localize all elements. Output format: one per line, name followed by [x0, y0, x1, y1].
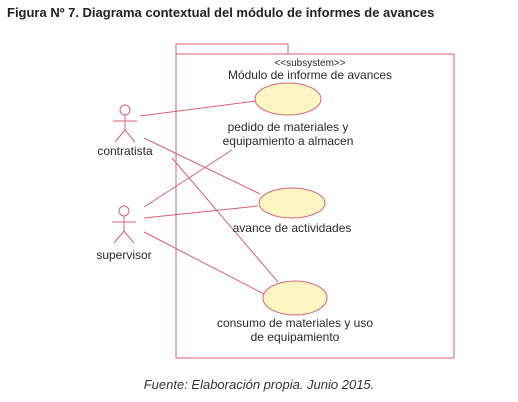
use-case-pedido-label-2: equipamiento a almacen	[223, 134, 354, 148]
use-case-avance	[258, 187, 326, 219]
subsystem-tab	[175, 43, 289, 55]
actor-supervisor-icon	[112, 205, 136, 244]
use-case-pedido	[254, 82, 322, 116]
actor-supervisor-label: supervisor	[96, 248, 151, 262]
association-supervisor-avance	[143, 205, 259, 219]
association-contratista-consumo	[171, 157, 279, 283]
figure-source: Fuente: Elaboración propia. Junio 2015.	[143, 377, 375, 392]
association-contratista-avance	[143, 137, 261, 195]
figure-title: Figura Nº 7. Diagrama contextual del mód…	[7, 5, 435, 20]
actor-contratista-label: contratista	[97, 144, 153, 158]
associations	[139, 100, 279, 295]
subsystem-stereotype: <<subsystem>>	[274, 58, 345, 69]
association-supervisor-consumo	[143, 231, 265, 295]
association-contratista-pedido	[139, 100, 257, 117]
subsystem-name: Módulo de informe de avances	[228, 68, 392, 82]
actor-contratista-icon	[113, 104, 137, 143]
use-case-consumo-label-2: de equipamiento	[251, 330, 340, 344]
association-supervisor-pedido	[143, 149, 233, 208]
use-case-pedido-label-1: pedido de materiales y	[228, 120, 349, 134]
use-case-consumo-label-1: consumo de materiales y uso	[217, 316, 373, 330]
use-case-avance-label: avance de actividades	[233, 221, 352, 235]
use-case-consumo	[262, 280, 328, 316]
